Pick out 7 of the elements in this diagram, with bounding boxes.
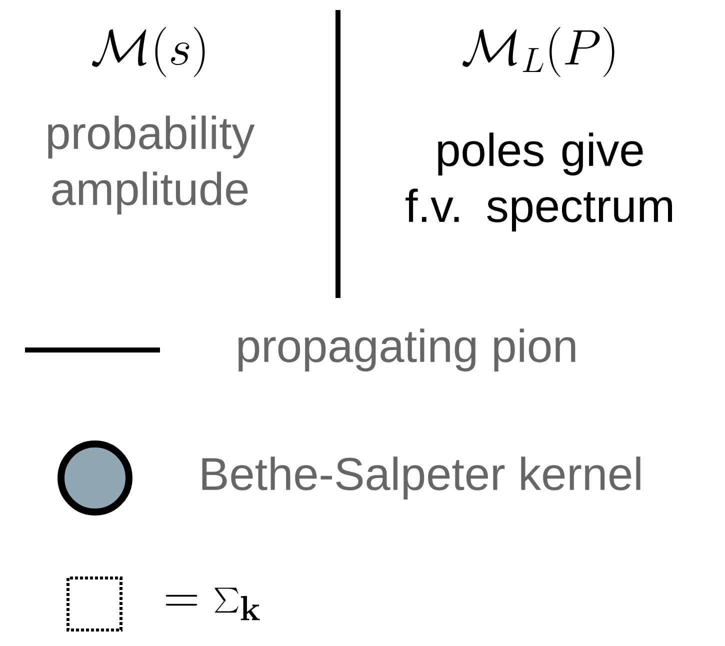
formula: $\mathcal{M}(s)$ (92, 27, 205, 77)
caption-text: poles give f.v. spectrum (406, 132, 672, 232)
legend-formula: $=\sum_{\mathbf{k}}$ (166, 588, 260, 620)
legend-text: propagating pion (238, 328, 576, 372)
caption-text: probability amplitude (48, 116, 255, 214)
formula: $\mathcal{M}_L(P)$ (462, 27, 614, 77)
legend-text: Bethe-Salpeter kernel (202, 456, 640, 500)
